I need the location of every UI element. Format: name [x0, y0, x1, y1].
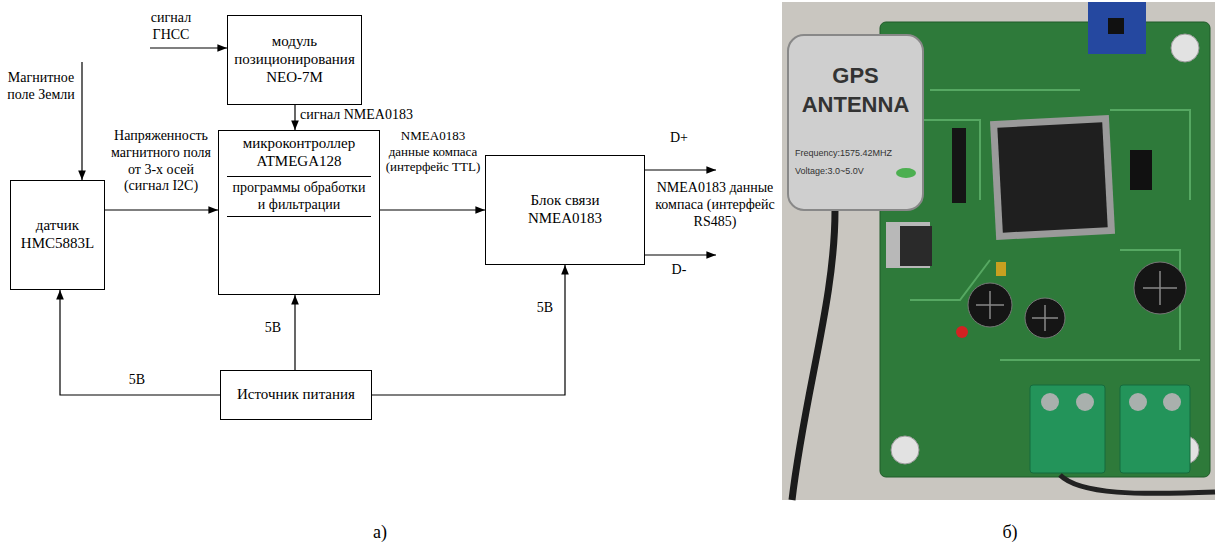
terminal-screw — [1041, 393, 1059, 411]
edge-label: 5В — [122, 372, 152, 389]
box-body: программы обработки и фильтрации — [227, 176, 371, 217]
connector-arrow — [294, 105, 295, 130]
connector-arrow — [60, 290, 220, 395]
antenna-print: Frequency:1575.42MHZ — [795, 148, 920, 159]
edge-label: сигнал NMEA0183 — [300, 107, 430, 124]
input-arrow — [81, 62, 82, 180]
pcb-trace — [900, 90, 1200, 360]
component — [1130, 150, 1152, 190]
power-box: Источник питания — [220, 370, 372, 420]
capacitor — [968, 283, 1012, 327]
pcb-board — [880, 22, 1210, 477]
capacitor-top — [976, 291, 1004, 319]
terminal-block — [1120, 385, 1190, 473]
edge-label: 5В — [530, 300, 560, 317]
capacitor — [1134, 262, 1186, 314]
led — [956, 326, 968, 338]
box-title: микроконтроллер ATMEGA128 — [223, 135, 375, 170]
terminal-block — [1030, 385, 1105, 473]
pin-header — [952, 128, 966, 203]
controller-box: микроконтроллер ATMEGA128 программы обраб… — [218, 130, 380, 295]
box-title: Блок связи NMEA0183 — [514, 192, 616, 227]
pin-name: D+ — [664, 130, 694, 147]
output-arrow — [645, 169, 716, 170]
gps-antenna — [788, 35, 923, 210]
microcontroller-chip — [997, 122, 1107, 232]
sensor-chip — [1108, 18, 1124, 34]
connector-arrow — [380, 209, 485, 210]
photo-background — [782, 2, 1215, 500]
antenna-print: GPS ANTENNA — [793, 62, 918, 119]
box-title: Источник питания — [225, 386, 367, 404]
process-box: модуль позиционирования NEO-7M — [227, 15, 362, 105]
sensor-module — [1088, 2, 1146, 54]
panel-caption: а) — [360, 522, 400, 544]
sensor-box: датчик HMC5883L — [10, 180, 105, 290]
mounting-hole — [1171, 34, 1199, 62]
terminal-screw — [1163, 393, 1181, 411]
signal-name: NMEA0183 данные компаса (интерфейс RS485… — [648, 180, 782, 230]
signal-name: сигнал ГНСС — [140, 10, 202, 44]
terminal-screw — [1129, 393, 1147, 411]
panel-caption: б) — [990, 522, 1030, 544]
output-arrow — [645, 254, 716, 255]
input-arrow — [150, 47, 227, 48]
antenna-cable — [792, 210, 835, 500]
antenna-print: Voltage:3.0~5.0V — [795, 166, 895, 177]
edge-label: NMEA0183 данные компаса (интерфейс TTL) — [382, 128, 484, 175]
connector-arrow — [294, 295, 295, 370]
capacitor — [1025, 298, 1065, 338]
cable — [1060, 475, 1215, 493]
box-title: модуль позиционирования NEO-7M — [232, 33, 357, 86]
antenna-mark — [896, 168, 916, 178]
process-box: Блок связи NMEA0183 — [485, 155, 645, 265]
connector-arrow — [105, 209, 218, 210]
mounting-hole — [891, 436, 919, 464]
pin-name: D- — [664, 262, 694, 279]
connector-arrow — [372, 265, 565, 395]
capacitor — [996, 262, 1006, 276]
capacitor-top — [1032, 305, 1058, 331]
box-title: датчик HMC5883L — [15, 217, 100, 252]
edge-label: Напряженность магнитного поля от 3-х осе… — [106, 128, 216, 195]
terminal-screw — [1076, 393, 1094, 411]
voltage-regulator — [900, 226, 932, 266]
capacitor-top — [1143, 271, 1177, 305]
chip-pins — [990, 115, 1115, 240]
edge-label: 5В — [258, 320, 288, 337]
input-label: Магнитное поле Земли — [4, 70, 78, 104]
